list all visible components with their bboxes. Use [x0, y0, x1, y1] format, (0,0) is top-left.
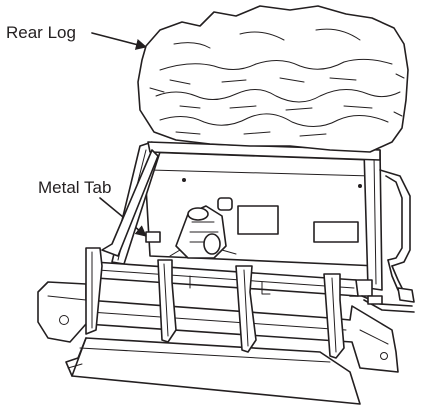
- pilot-window: [217, 197, 233, 211]
- burner-valve-assembly: [145, 205, 237, 259]
- ember-tray: [65, 337, 361, 405]
- rear-log-leader: [91, 32, 148, 50]
- grate-prong-2: [157, 259, 177, 343]
- grate-prong-1: [85, 247, 103, 335]
- metal-tab-label: Metal Tab: [38, 178, 111, 197]
- side-cutout: [313, 221, 359, 243]
- grate-frame: [101, 141, 383, 291]
- rear-log: [137, 5, 409, 153]
- mount-hole-left: [59, 315, 69, 325]
- control-cutout: [237, 205, 279, 235]
- front-grate: [85, 247, 359, 359]
- rear-log-label: Rear Log: [6, 23, 76, 42]
- metal-tab: [145, 231, 161, 243]
- mount-hole-right: [380, 352, 388, 360]
